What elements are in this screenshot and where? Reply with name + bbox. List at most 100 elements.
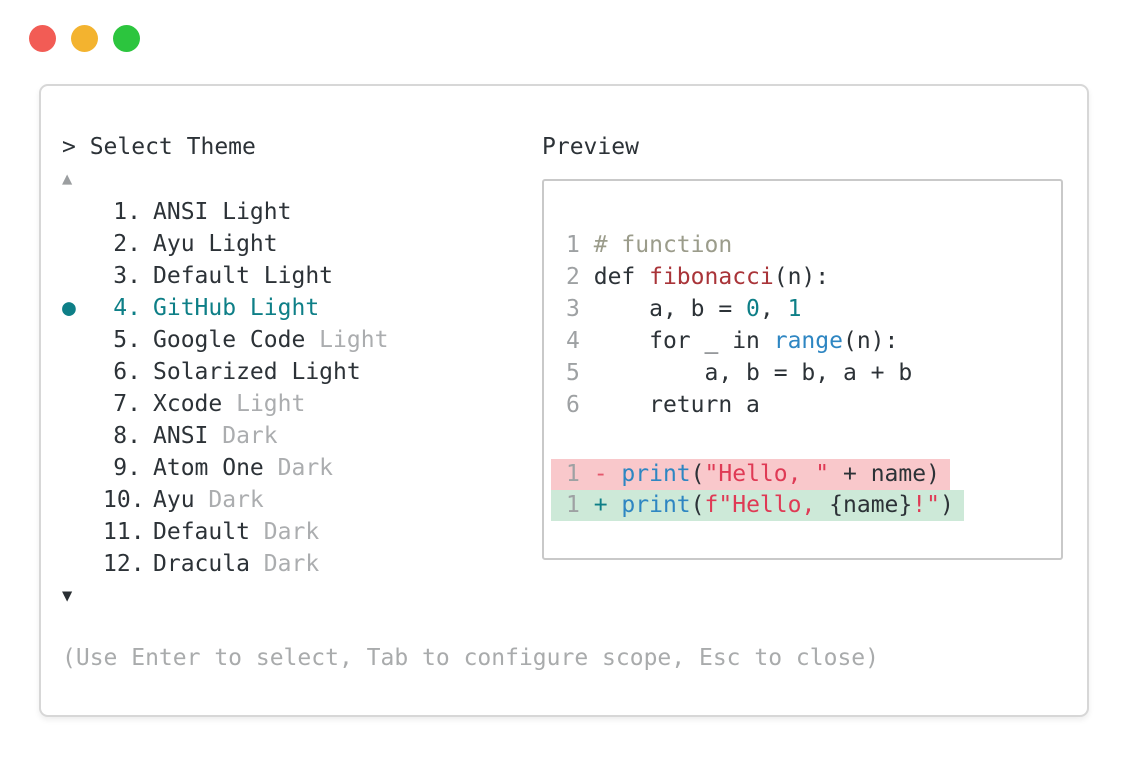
- theme-variant-suffix: Light: [222, 391, 306, 417]
- theme-option[interactable]: ● 4. GitHub Light: [62, 292, 388, 324]
- code-token: (: [690, 461, 705, 487]
- line-number: 2: [566, 264, 580, 290]
- code-token: print: [621, 461, 691, 487]
- code-token: (: [690, 492, 705, 518]
- theme-number: 1.: [113, 199, 141, 225]
- line-number: 1: [566, 232, 580, 258]
- theme-name: Ayu Light: [153, 231, 278, 257]
- theme-number: 9.: [113, 455, 141, 481]
- code-token: !": [912, 492, 940, 518]
- code-token: 1: [787, 296, 802, 322]
- keyboard-hint: (Use Enter to select, Tab to configure s…: [62, 645, 879, 671]
- theme-option[interactable]: 12. Dracula Dark: [62, 548, 388, 580]
- theme-number: 2.: [113, 231, 141, 257]
- line-number: 6: [566, 392, 580, 418]
- diff-line: 1 + print(f"Hello, {name}!"): [551, 490, 964, 521]
- theme-number: 7.: [113, 391, 141, 417]
- code-token: 0: [746, 296, 760, 322]
- code-token: a, b = b, a + b: [593, 360, 913, 386]
- theme-list: 1. ANSI Light 2. Ayu Light 3. Default Light ● 4…: [62, 196, 388, 580]
- theme-number: 11.: [103, 519, 145, 545]
- theme-option[interactable]: 8. ANSI Dark: [62, 420, 388, 452]
- code-token: ,: [759, 296, 788, 322]
- theme-number: 8.: [113, 423, 141, 449]
- code-token: a, b =: [593, 296, 747, 322]
- theme-option[interactable]: 1. ANSI Light: [62, 196, 388, 228]
- theme-variant-suffix: Dark: [194, 487, 264, 513]
- line-number: 4: [566, 328, 580, 354]
- code-line: 6 return a: [566, 389, 964, 421]
- theme-variant-suffix: Dark: [249, 551, 320, 577]
- select-theme-prompt: > Select Theme: [62, 134, 256, 160]
- theme-option[interactable]: 6. Solarized Light: [62, 356, 388, 388]
- theme-name: Ayu: [153, 487, 195, 513]
- theme-variant-suffix: Light: [305, 327, 389, 353]
- line-number: 3: [566, 296, 580, 322]
- code-token: for _ in: [593, 328, 774, 354]
- window-minimize-button[interactable]: [71, 25, 98, 52]
- code-token: (n):: [842, 328, 899, 354]
- code-token: +: [593, 492, 622, 518]
- code-gap: [566, 421, 964, 459]
- theme-option[interactable]: 11. Default Dark: [62, 516, 388, 548]
- theme-variant-suffix: Dark: [263, 455, 334, 481]
- code-line: 2 def fibonacci(n):: [566, 261, 964, 293]
- code-token: (n):: [773, 264, 830, 290]
- code-line: 1 # function: [566, 229, 964, 261]
- theme-name: ANSI: [153, 423, 209, 449]
- code-token: "Hello, ": [704, 461, 830, 487]
- theme-option[interactable]: 2. Ayu Light: [62, 228, 388, 260]
- code-line: 5 a, b = b, a + b: [566, 357, 964, 389]
- code-token: # function: [593, 232, 733, 258]
- theme-option[interactable]: 10. Ayu Dark: [62, 484, 388, 516]
- code-token: fibonacci: [649, 264, 774, 290]
- code-line: 3 a, b = 0, 1: [566, 293, 964, 325]
- line-number: 1: [566, 492, 580, 518]
- code-token: range: [773, 328, 843, 354]
- line-number: 1: [566, 461, 580, 487]
- theme-number: 5.: [113, 327, 141, 353]
- theme-name: ANSI Light: [153, 199, 292, 225]
- scroll-up-icon[interactable]: ▲: [62, 169, 73, 189]
- diff-added-chunk: 1 + print(f"Hello, {name}!"): [551, 490, 964, 521]
- theme-option[interactable]: 3. Default Light: [62, 260, 388, 292]
- theme-name: Google Code: [153, 327, 306, 353]
- scroll-down-icon[interactable]: ▼: [62, 586, 73, 606]
- theme-number: 10.: [103, 487, 145, 513]
- theme-name: Dracula: [153, 551, 250, 577]
- theme-option[interactable]: 7. Xcode Light: [62, 388, 388, 420]
- line-number: 5: [566, 360, 580, 386]
- code-token: + name): [829, 461, 940, 487]
- code-token: ): [939, 492, 954, 518]
- theme-option[interactable]: 5. Google Code Light: [62, 324, 388, 356]
- diff-line: 1 - print("Hello, " + name): [551, 459, 964, 490]
- window-close-button[interactable]: [29, 25, 56, 52]
- code-token: def: [593, 264, 650, 290]
- theme-number: 4.: [113, 295, 141, 321]
- theme-option[interactable]: 9. Atom One Dark: [62, 452, 388, 484]
- theme-name: Xcode: [153, 391, 223, 417]
- theme-number: 12.: [103, 551, 145, 577]
- theme-name: GitHub Light: [153, 295, 320, 321]
- code-token: -: [593, 461, 622, 487]
- window-controls: [29, 25, 140, 52]
- theme-variant-suffix: Dark: [249, 519, 320, 545]
- theme-name: Default: [153, 519, 250, 545]
- diff-removed-chunk: 1 - print("Hello, " + name): [551, 459, 950, 490]
- theme-name: Solarized Light: [153, 359, 361, 385]
- code-token: print: [621, 492, 691, 518]
- code-token: f"Hello,: [704, 492, 830, 518]
- theme-variant-suffix: Dark: [208, 423, 278, 449]
- code-line: 4 for _ in range(n):: [566, 325, 964, 357]
- theme-name: Atom One: [153, 455, 264, 481]
- theme-name: Default Light: [153, 263, 334, 289]
- window-zoom-button[interactable]: [113, 25, 140, 52]
- theme-number: 6.: [113, 359, 141, 385]
- code-token: {name}: [829, 492, 913, 518]
- selected-bullet-icon: ●: [62, 295, 76, 321]
- theme-number: 3.: [113, 263, 141, 289]
